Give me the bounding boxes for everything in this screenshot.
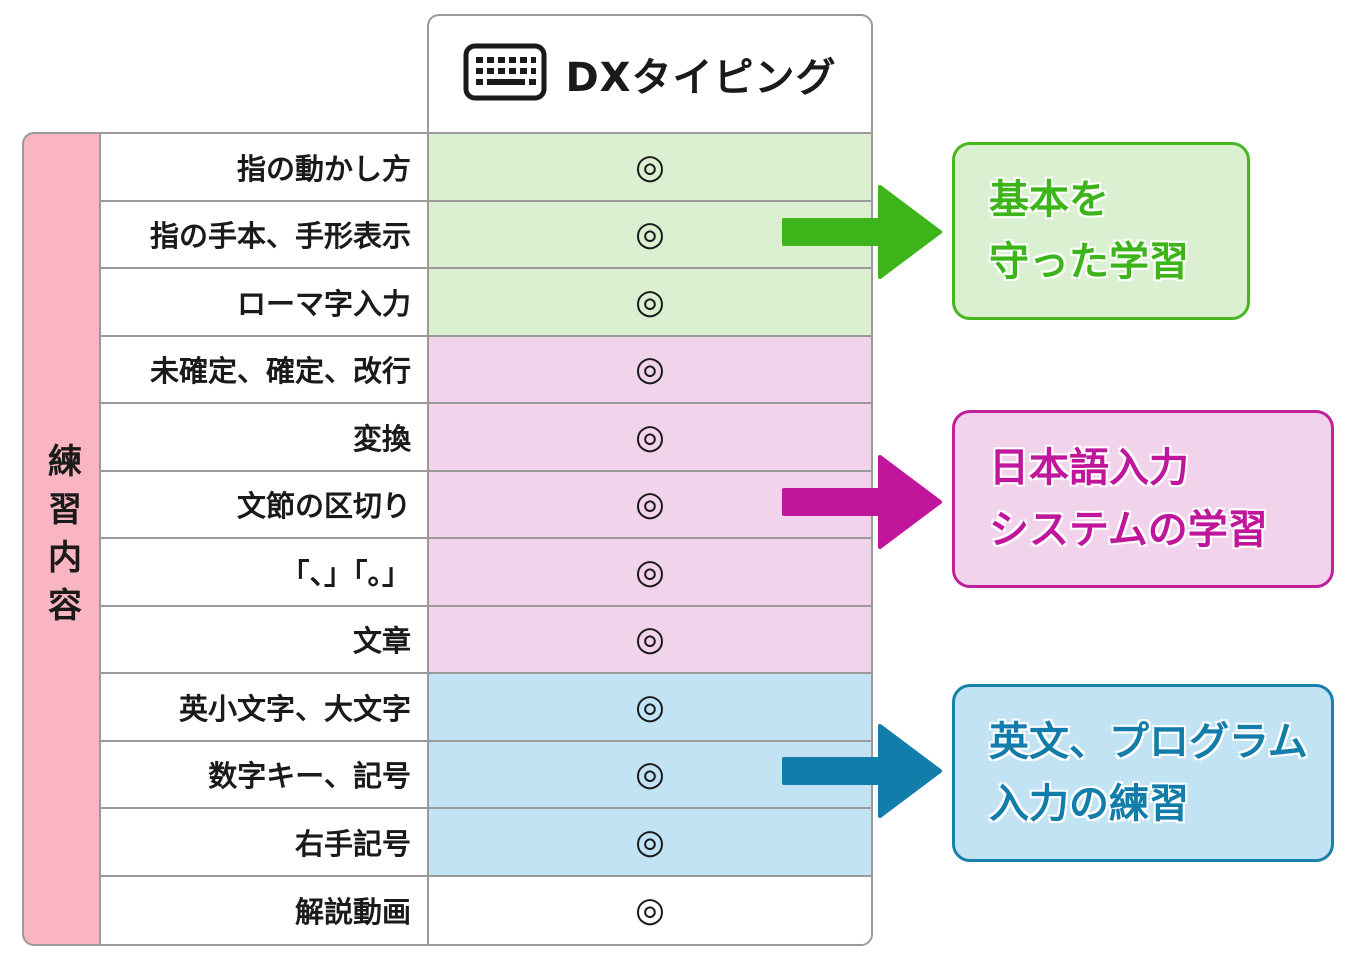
callout-basic-learning: 基本を 守った学習 bbox=[952, 142, 1250, 320]
blue-arrow-icon bbox=[782, 724, 942, 818]
double-circle-mark: ◎ bbox=[429, 134, 871, 200]
double-circle-mark: ◎ bbox=[429, 269, 871, 335]
double-circle-mark: ◎ bbox=[429, 336, 871, 402]
double-circle-mark: ◎ bbox=[429, 876, 871, 944]
row-label: 指の動かし方 bbox=[101, 134, 429, 200]
green-arrow-icon bbox=[782, 185, 942, 279]
callout-line: 守った学習 bbox=[989, 239, 1189, 285]
magenta-arrow-icon bbox=[782, 455, 942, 549]
double-circle-mark: ◎ bbox=[429, 404, 871, 470]
row-label: 英小文字、大文字 bbox=[101, 674, 429, 740]
row-label: 変換 bbox=[101, 404, 429, 470]
double-circle-mark: ◎ bbox=[429, 471, 871, 537]
practice-table: 指の動かし方◎ 指の手本、手形表示◎ ローマ字入力◎ 未確定、確定、改行◎ 変換… bbox=[99, 132, 873, 946]
row-label: 文節の区切り bbox=[101, 471, 429, 537]
callout-line: 基本を bbox=[989, 177, 1109, 223]
double-circle-mark: ◎ bbox=[429, 539, 871, 605]
double-circle-mark: ◎ bbox=[429, 809, 871, 875]
callout-line: システムの学習 bbox=[989, 507, 1268, 553]
table-row: 指の動かし方◎ bbox=[101, 134, 871, 202]
table-row: 「、」「。」◎ bbox=[101, 539, 871, 607]
table-row: 英小文字、大文字◎ bbox=[101, 674, 871, 742]
row-label: 数字キー、記号 bbox=[101, 741, 429, 807]
row-label: 文章 bbox=[101, 606, 429, 672]
table-row: 変換◎ bbox=[101, 404, 871, 472]
category-cell: 練習内容 bbox=[22, 132, 100, 946]
table-row: 未確定、確定、改行◎ bbox=[101, 336, 871, 404]
table-row: 解説動画◎ bbox=[101, 876, 871, 944]
header-title: DXタイピング bbox=[565, 55, 837, 101]
callout-line: 入力の練習 bbox=[989, 781, 1189, 827]
row-label: 未確定、確定、改行 bbox=[101, 336, 429, 402]
row-label: 右手記号 bbox=[101, 809, 429, 875]
table-row: 文章◎ bbox=[101, 606, 871, 674]
row-label: 解説動画 bbox=[101, 876, 429, 944]
callout-line: 英文、プログラム bbox=[989, 719, 1308, 765]
double-circle-mark: ◎ bbox=[429, 606, 871, 672]
table-row: 数字キー、記号◎ bbox=[101, 741, 871, 809]
table-row: ローマ字入力◎ bbox=[101, 269, 871, 337]
callout-japanese-input: 日本語入力 システムの学習 bbox=[952, 410, 1334, 588]
double-circle-mark: ◎ bbox=[429, 674, 871, 740]
row-label: 「、」「。」 bbox=[101, 539, 429, 605]
row-label: ローマ字入力 bbox=[101, 269, 429, 335]
callout-line: 日本語入力 bbox=[989, 445, 1189, 491]
category-label: 練習内容 bbox=[41, 443, 82, 635]
table-row: 文節の区切り◎ bbox=[101, 471, 871, 539]
table-row: 指の手本、手形表示◎ bbox=[101, 201, 871, 269]
table-row: 右手記号◎ bbox=[101, 809, 871, 877]
header-cell: DXタイピング bbox=[427, 14, 873, 132]
row-label: 指の手本、手形表示 bbox=[101, 201, 429, 267]
keyboard-icon bbox=[463, 43, 547, 105]
callout-english-program: 英文、プログラム 入力の練習 bbox=[952, 684, 1334, 862]
